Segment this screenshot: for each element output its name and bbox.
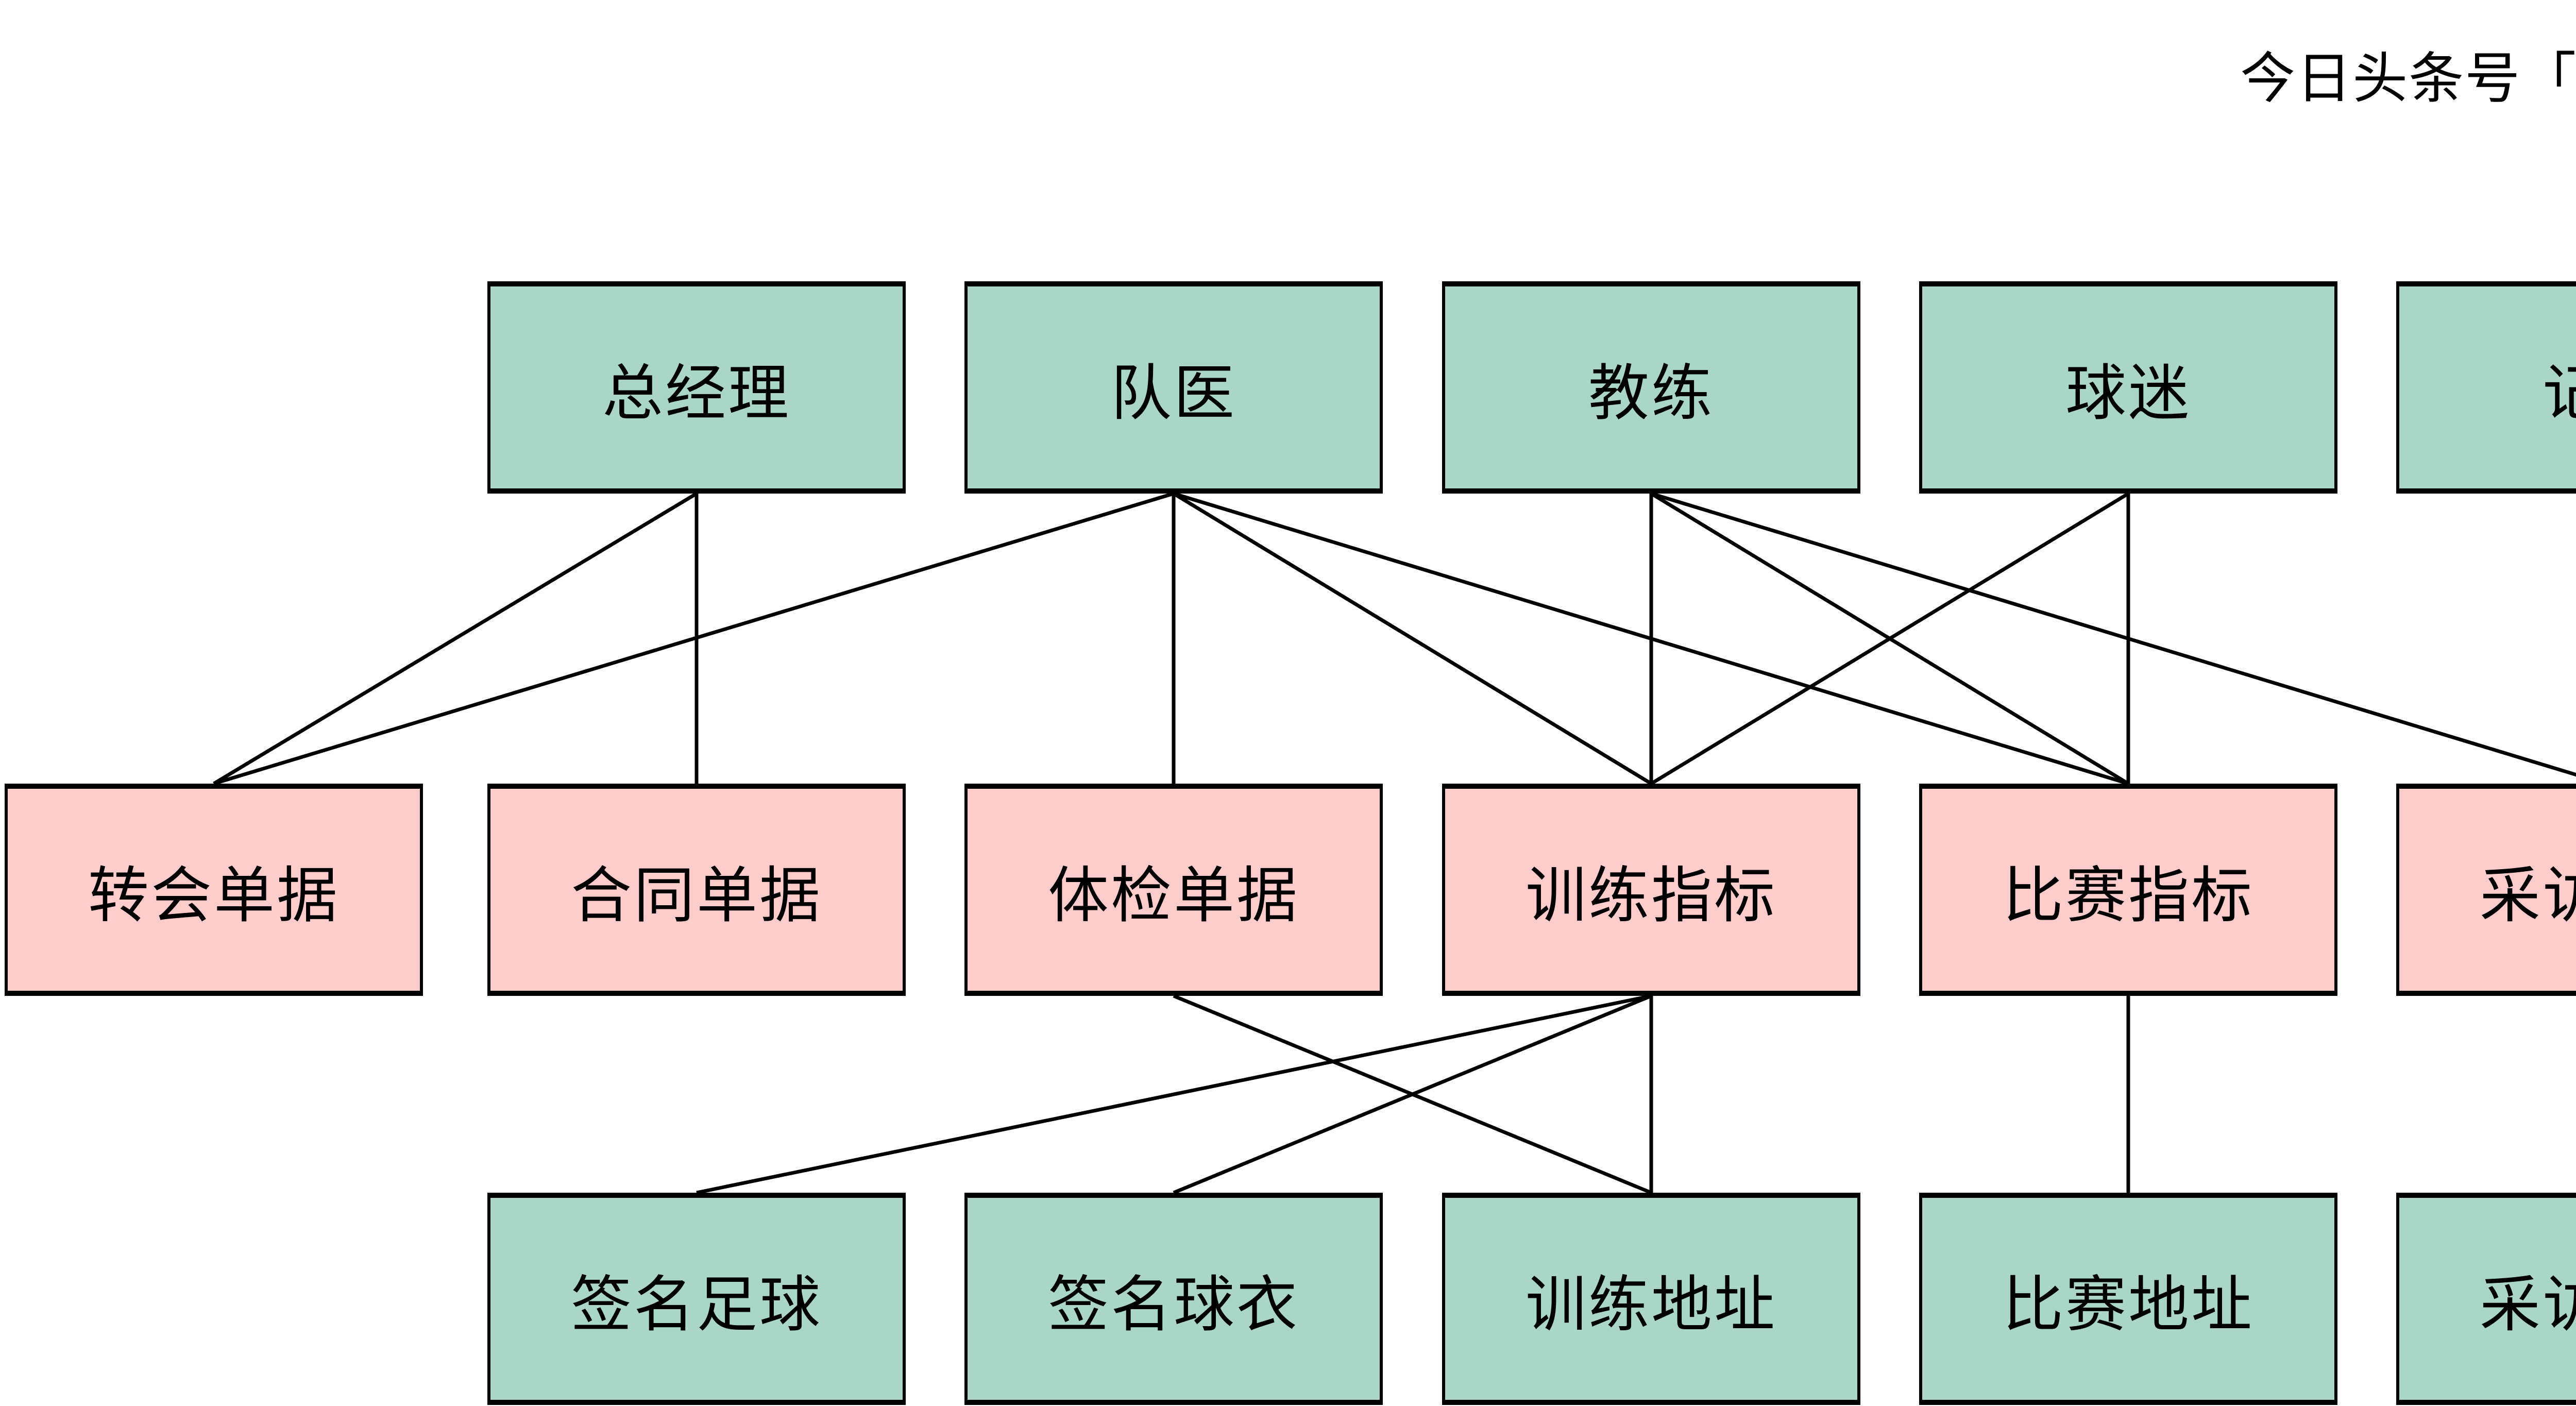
node-label: 队医 [1110, 359, 1236, 428]
diagram-node-bisai-zhibiao: 比赛指标 [1919, 784, 2337, 996]
diagram-node-jiaolian: 教练 [1442, 281, 1860, 494]
node-label: 训练指标 [1525, 861, 1777, 930]
node-label: 比赛指标 [2002, 861, 2254, 930]
edge-jiaolian-caifang-danju [1650, 492, 2576, 777]
diagram-node-hetong-danju: 合同单据 [487, 784, 906, 996]
diagram-node-xunlian-dizhi: 训练地址 [1442, 1193, 1860, 1405]
node-label: 体检单据 [1047, 861, 1299, 930]
node-label: 记者 [2542, 359, 2576, 428]
node-label: 教练 [1588, 359, 1714, 428]
diagram-node-xunlian-zhibiao: 训练指标 [1442, 784, 1860, 996]
node-label: 比赛地址 [2002, 1271, 2254, 1339]
diagram-node-qiumi: 球迷 [1919, 281, 2337, 494]
node-label: 总经理 [602, 359, 791, 428]
edge-duiyi-zhuanhui-danju [213, 492, 1175, 786]
diagram-node-tijian-danju: 体检单据 [964, 784, 1383, 996]
diagram-node-qianming-qiuyi: 签名球衣 [964, 1193, 1383, 1405]
diagram-node-caifang-danju: 采访单据 [2396, 784, 2576, 996]
node-label: 合同单据 [570, 861, 822, 930]
diagram-node-zongjingli: 总经理 [487, 281, 906, 494]
diagram-node-jizhe: 记者 [2396, 281, 2576, 494]
node-label: 签名球衣 [1047, 1271, 1299, 1339]
edge-xunlian-zhibiao-qianming-zuqiu [696, 994, 1652, 1195]
node-label: 签名足球 [570, 1271, 822, 1339]
node-label: 采访地址 [2479, 1271, 2576, 1339]
edge-zongjingli-zhuanhui-danju [213, 492, 698, 786]
diagram-node-bisai-dizhi: 比赛地址 [1919, 1193, 2337, 1405]
node-label: 球迷 [2065, 359, 2191, 428]
page-title: 今日头条号「JAVA前线」 [2240, 47, 2576, 109]
node-label: 训练地址 [1525, 1271, 1777, 1339]
diagram-node-zhuanhui-danju: 转会单据 [5, 784, 423, 996]
node-label: 转会单据 [88, 861, 340, 930]
diagram-node-duiyi: 队医 [964, 281, 1383, 494]
edge-duiyi-xunlian-zhibiao [1173, 492, 1652, 785]
diagram-node-caifang-dizhi: 采访地址 [2396, 1193, 2576, 1405]
edge-qiumi-xunlian-zhibiao [1650, 492, 2129, 785]
edge-xunlian-zhibiao-qianming-qiuyi [1173, 994, 1652, 1195]
node-label: 采访单据 [2479, 861, 2576, 930]
diagram-node-qianming-zuqiu: 签名足球 [487, 1193, 906, 1405]
